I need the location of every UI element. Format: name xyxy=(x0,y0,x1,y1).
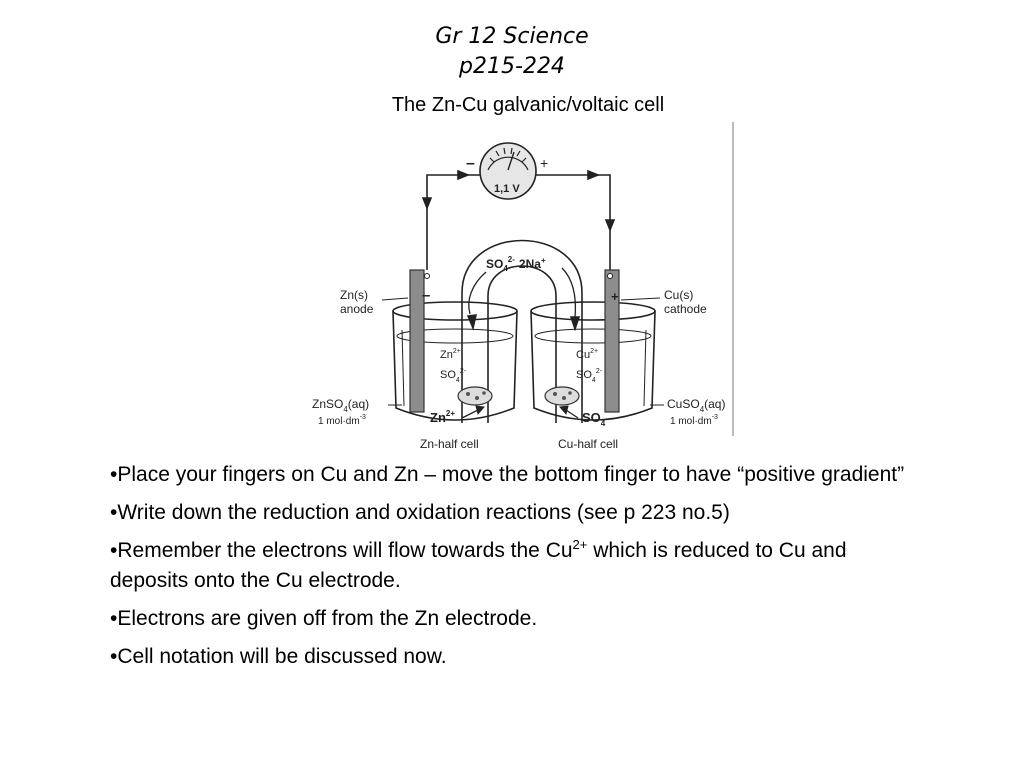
cathode-label: cathode xyxy=(664,302,707,316)
zn-ion-label: Zn2+ xyxy=(440,348,461,361)
cu-electrode xyxy=(604,269,620,413)
cu-bottom-ion: SO4 xyxy=(582,410,606,428)
cu-electrode-label: Cu(s) xyxy=(664,288,693,302)
slide-header: Gr 12 Science p215-224 xyxy=(0,22,1024,82)
bullet-item-reactions: •Write down the reduction and oxidation … xyxy=(110,501,730,524)
bridge-ion-label: SO42-2Na+ xyxy=(486,255,546,273)
cu-sulfate-label: SO42- xyxy=(576,368,603,384)
anode-sign: – xyxy=(422,287,430,304)
slide-subtitle: The Zn-Cu galvanic/voltaic cell xyxy=(391,94,665,116)
cuso4-label: CuSO4(aq) xyxy=(667,397,725,414)
bullet-item-zn-electrode: •Electrons are given off from the Zn ele… xyxy=(110,607,538,630)
cu-concentration: 1 mol·dm-3 xyxy=(670,414,718,427)
znso4-label: ZnSO4(aq) xyxy=(312,397,369,414)
cu-beaker xyxy=(530,301,656,421)
galvanic-cell-diagram: 1,1 V – + SO42-2Na+ xyxy=(300,118,740,458)
bullet-list: •Place your fingers on Cu and Zn – move … xyxy=(110,460,920,680)
meter-minus-sign: – xyxy=(466,155,475,172)
bullet-item-fingers: •Place your fingers on Cu and Zn – move … xyxy=(110,463,905,486)
zn-concentration: 1 mol·dm-3 xyxy=(318,414,366,427)
bullet-item-electron-flow: •Remember the electrons will flow toward… xyxy=(110,537,847,592)
cu-half-cell-label: Cu-half cell xyxy=(558,437,618,451)
zn-porous-plug xyxy=(457,386,493,406)
zn-sulfate-label: SO42- xyxy=(440,368,467,384)
cathode-sign: + xyxy=(611,289,619,304)
external-wire xyxy=(421,169,616,270)
zn-bottom-ion: Zn2+ xyxy=(430,409,455,425)
anode-label: anode xyxy=(340,302,374,316)
voltmeter-reading: 1,1 V xyxy=(494,183,520,195)
cu-ion-label: Cu2+ xyxy=(576,348,598,361)
cu-porous-plug xyxy=(544,386,580,406)
zn-half-cell-label: Zn-half cell xyxy=(420,437,479,451)
voltmeter: 1,1 V – + xyxy=(466,142,548,200)
page-range: p215-224 xyxy=(459,54,565,79)
zn-electrode xyxy=(409,269,425,413)
zn-beaker xyxy=(392,301,518,421)
meter-plus-sign: + xyxy=(540,155,548,171)
voltmeter-needle xyxy=(507,151,515,171)
course-title: Gr 12 Science xyxy=(435,24,589,49)
salt-bridge: SO42-2Na+ xyxy=(461,239,583,423)
zn-electrode-label: Zn(s) xyxy=(340,288,368,302)
voltmeter-body xyxy=(479,142,537,200)
bullet-item-cell-notation: •Cell notation will be discussed now. xyxy=(110,645,447,668)
